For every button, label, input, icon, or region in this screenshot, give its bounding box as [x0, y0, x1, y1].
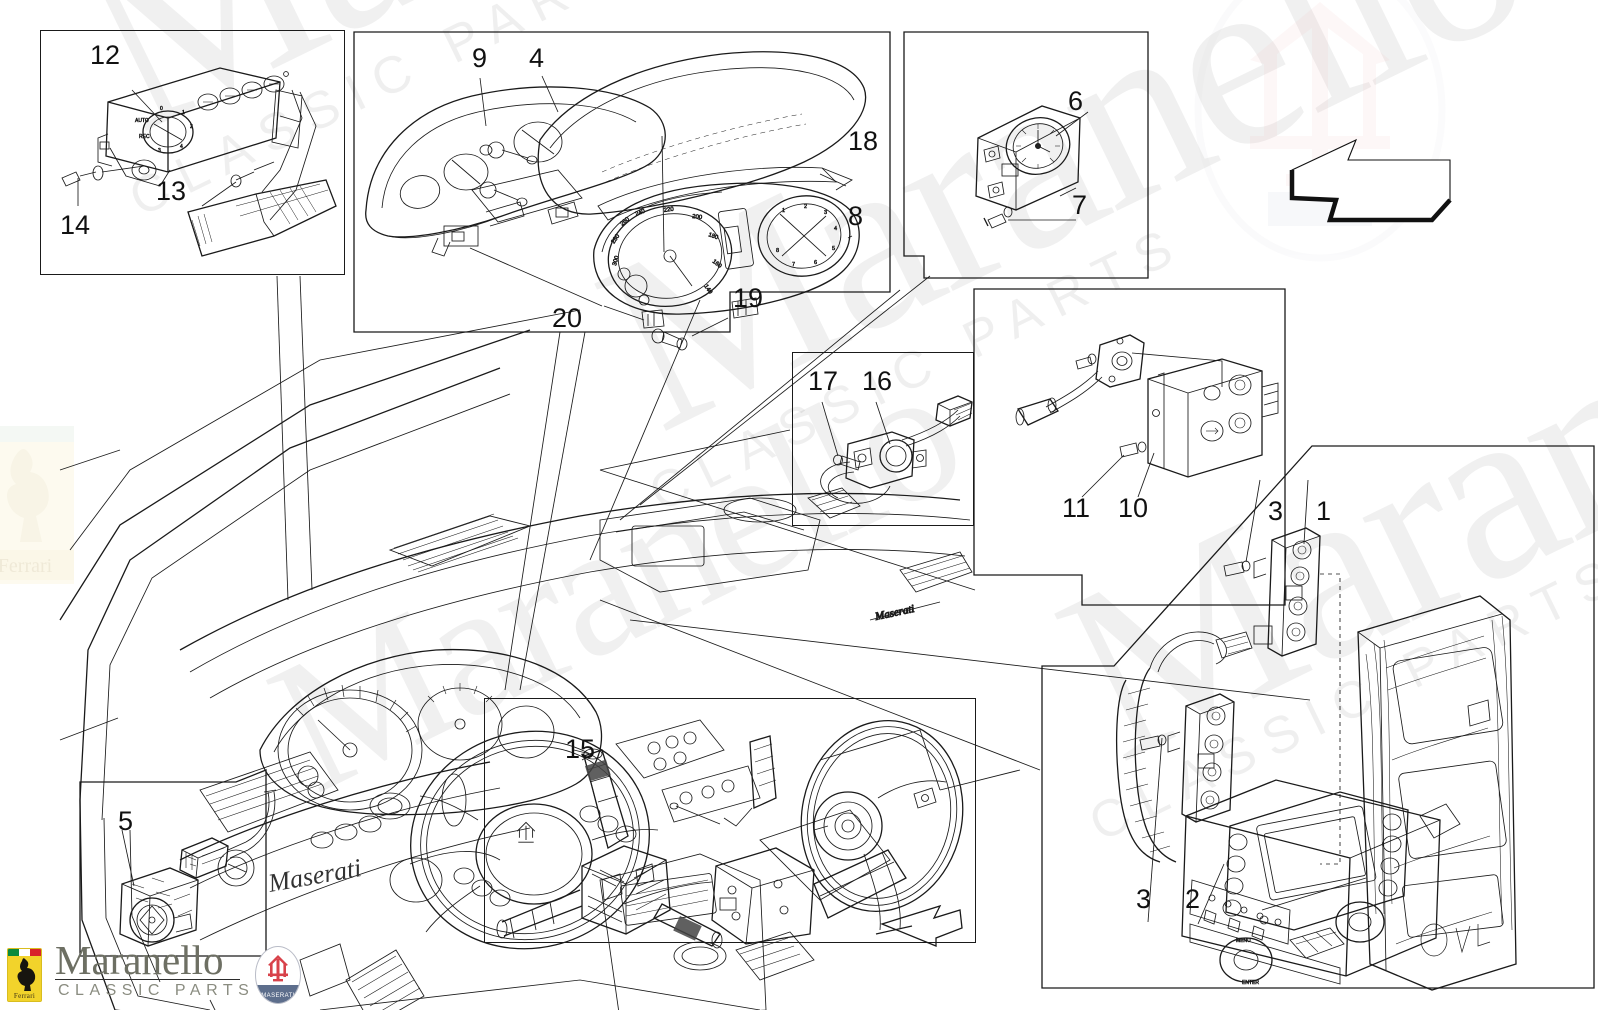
svg-text:180: 180 — [707, 232, 719, 241]
brand-name-text: Maranello — [55, 937, 224, 983]
callout-1: 1 — [1316, 496, 1332, 526]
callout-10: 10 — [1118, 493, 1149, 523]
watermark-trident-icon — [1194, 0, 1446, 262]
callout-5: 5 — [118, 806, 134, 836]
callout-2: 2 — [1185, 884, 1201, 914]
callout-14: 14 — [60, 210, 91, 240]
callout-16: 16 — [862, 366, 893, 396]
callout-11: 11 — [1062, 493, 1091, 523]
svg-text:220: 220 — [663, 207, 674, 214]
maserati-badge-text: MASERATI — [261, 993, 295, 999]
callout-19: 19 — [733, 283, 764, 313]
callout-4: 4 — [529, 43, 545, 73]
panel-column-switch — [484, 698, 976, 943]
svg-text:140: 140 — [702, 284, 713, 296]
svg-text:Maserati: Maserati — [873, 603, 915, 623]
svg-text:300: 300 — [612, 255, 621, 267]
svg-text:2: 2 — [804, 204, 807, 210]
svg-text:8: 8 — [776, 248, 779, 254]
watermark-maranello-bottom: Maranello — [1022, 137, 1598, 814]
svg-text:1: 1 — [782, 208, 785, 214]
svg-text:6: 6 — [814, 260, 817, 266]
svg-text:280: 280 — [611, 233, 622, 245]
svg-text:200: 200 — [692, 214, 703, 221]
brand-subtitle-text: CLASSIC PARTS — [58, 982, 255, 999]
ferrari-shield-icon: Ferrari — [7, 948, 42, 1002]
svg-text:240: 240 — [635, 208, 647, 218]
ferrari-badge-text: Ferrari — [8, 991, 41, 1001]
callout-18: 18 — [848, 126, 879, 156]
brand-divider — [55, 979, 240, 980]
panel-instrument-cluster-frame — [353, 31, 891, 333]
watermark-classicparts-bottom: CLASSIC PARTS — [1080, 543, 1598, 854]
callout-12: 12 — [90, 40, 121, 70]
svg-text:3: 3 — [824, 210, 827, 216]
maserati-trident-icon: MASERATI — [255, 946, 301, 1004]
callout-20: 20 — [552, 303, 583, 333]
svg-text:160: 160 — [711, 259, 723, 270]
sill-logo-text: Maserati — [265, 853, 363, 898]
switch-module-artwork — [1015, 334, 1279, 498]
callout-6: 6 — [1068, 86, 1084, 116]
callout-15: 15 — [565, 734, 596, 764]
svg-text:MENU: MENU — [1236, 938, 1251, 944]
callout-13: 13 — [156, 176, 187, 206]
svg-text:Ferrari: Ferrari — [0, 555, 53, 577]
callout-8: 8 — [848, 201, 864, 231]
clock-artwork — [975, 105, 1089, 229]
panel-climate-control — [40, 30, 345, 275]
callout-3-upper: 3 — [1268, 496, 1284, 526]
callout-3-lower: 3 — [1136, 884, 1152, 914]
svg-text:7: 7 — [792, 262, 795, 268]
callout-17: 17 — [808, 366, 839, 396]
callout-7: 7 — [1072, 190, 1088, 220]
brand-logo: Ferrari Maranello CLASSIC PARTS MAS — [0, 930, 330, 1010]
panel-switch-module-frame — [973, 288, 1286, 606]
panel-clock-frame — [903, 31, 1149, 279]
forward-direction-arrow-icon — [1289, 138, 1452, 223]
svg-text:5: 5 — [832, 246, 835, 252]
svg-text:ENTER: ENTER — [1242, 980, 1259, 986]
instrument-cluster-artwork: 240 220 200 180 160 140 260 280 300 — [365, 51, 867, 351]
watermark-ferrari-shield-icon: Ferrari — [0, 426, 74, 584]
watermark-maranello-mid: Maranello — [562, 0, 1559, 484]
svg-text:4: 4 — [834, 226, 837, 232]
callout-9: 9 — [472, 43, 488, 73]
svg-text:260: 260 — [619, 216, 631, 227]
